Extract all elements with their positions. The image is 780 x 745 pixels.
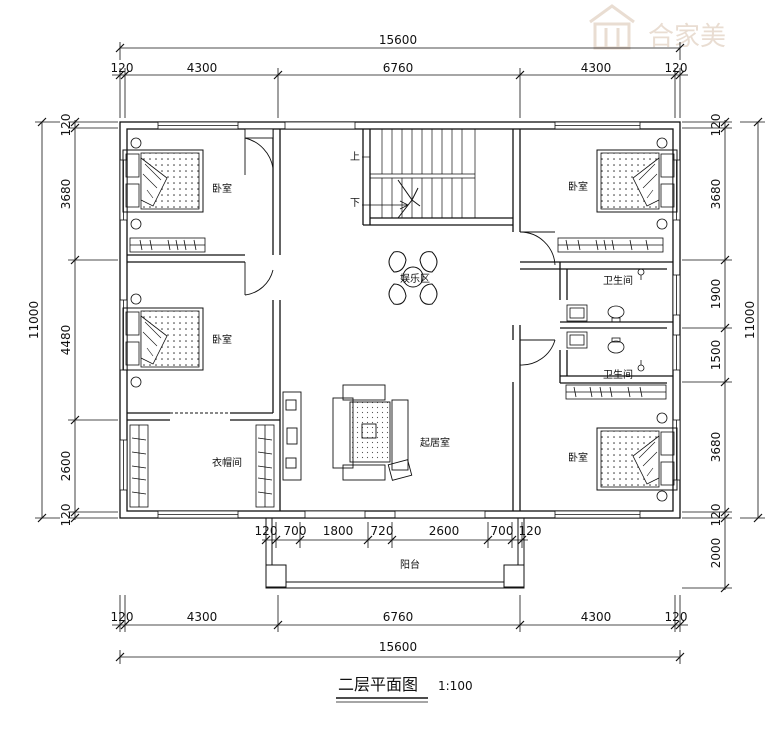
bed-top-right <box>596 149 678 213</box>
dim-right-seg: 3680 <box>709 432 723 463</box>
room-label-living: 起居室 <box>420 436 450 449</box>
dim-left-seg: 2600 <box>59 451 73 482</box>
dim-bottom-seg: 120 <box>111 610 134 624</box>
dim-right-seg: 1900 <box>709 279 723 310</box>
logo-text: 合家美 <box>648 22 726 52</box>
dim-bottom-seg: 4300 <box>187 610 218 624</box>
dim-right-seg: 120 <box>709 504 723 527</box>
dim-left-seg: 120 <box>59 114 73 137</box>
room-label-closet: 衣帽间 <box>212 456 242 469</box>
dim-top-seg: 4300 <box>581 61 612 75</box>
dim-left-seg: 4480 <box>59 325 73 356</box>
bed-bottom-right <box>596 427 678 491</box>
staircase <box>362 128 476 219</box>
dim-left-total: 11000 <box>27 301 41 339</box>
dim-balcony-seg: 720 <box>371 524 394 538</box>
brand-logo: 合家美 <box>589 4 726 52</box>
walls <box>119 121 681 519</box>
dimension-lines <box>35 42 765 664</box>
bathroom-fixtures <box>566 268 645 372</box>
dim-right-seg: 1500 <box>709 340 723 371</box>
dim-balcony-seg: 120 <box>519 524 542 538</box>
doors <box>170 128 556 414</box>
room-label-entertainment: 娱乐区 <box>400 272 430 285</box>
dim-left-seg: 120 <box>59 504 73 527</box>
bed-top-left <box>122 149 204 213</box>
dim-balcony-seg: 700 <box>284 524 307 538</box>
bed-mid-left <box>122 307 204 371</box>
stair-down-label: 下 <box>350 198 360 209</box>
room-label-bedroom-2: 卧室 <box>212 333 232 346</box>
dim-balcony-seg: 2600 <box>429 524 460 538</box>
dim-balcony-seg: 1800 <box>323 524 354 538</box>
dim-top-total: 15600 <box>379 33 417 47</box>
dim-right-seg: 120 <box>709 114 723 137</box>
stair-up-label: 上 <box>350 151 360 163</box>
dim-top-seg: 120 <box>665 61 688 75</box>
dim-left-seg: 3680 <box>59 179 73 210</box>
drawing-scale: 1:100 <box>438 679 473 693</box>
drawing-title: 二层平面图 <box>338 675 418 694</box>
dim-bottom-seg: 6760 <box>383 610 414 624</box>
room-label-bedroom-4: 卧室 <box>568 451 588 464</box>
room-label-bathroom-2: 卫生间 <box>603 368 633 381</box>
entertainment-table <box>388 251 438 305</box>
dim-balcony-seg: 700 <box>491 524 514 538</box>
dim-right-seg: 2000 <box>709 538 723 569</box>
balcony <box>265 517 525 589</box>
dim-bottom-total: 15600 <box>379 640 417 654</box>
sofa-set <box>282 384 413 481</box>
nightstands <box>130 137 668 502</box>
dim-bottom-seg: 4300 <box>581 610 612 624</box>
dim-right-total: 11000 <box>743 301 757 339</box>
room-label-bedroom-1: 卧室 <box>212 182 232 195</box>
dim-bottom-seg: 120 <box>665 610 688 624</box>
room-label-balcony: 阳台 <box>400 558 420 571</box>
dim-top-seg: 4300 <box>187 61 218 75</box>
windows <box>119 121 681 519</box>
dim-top-seg: 120 <box>111 61 134 75</box>
dim-top-seg: 6760 <box>383 61 414 75</box>
room-label-bathroom-1: 卫生间 <box>603 274 633 287</box>
dim-right-seg: 3680 <box>709 179 723 210</box>
room-label-bedroom-3: 卧室 <box>568 180 588 193</box>
wardrobes <box>129 237 667 508</box>
